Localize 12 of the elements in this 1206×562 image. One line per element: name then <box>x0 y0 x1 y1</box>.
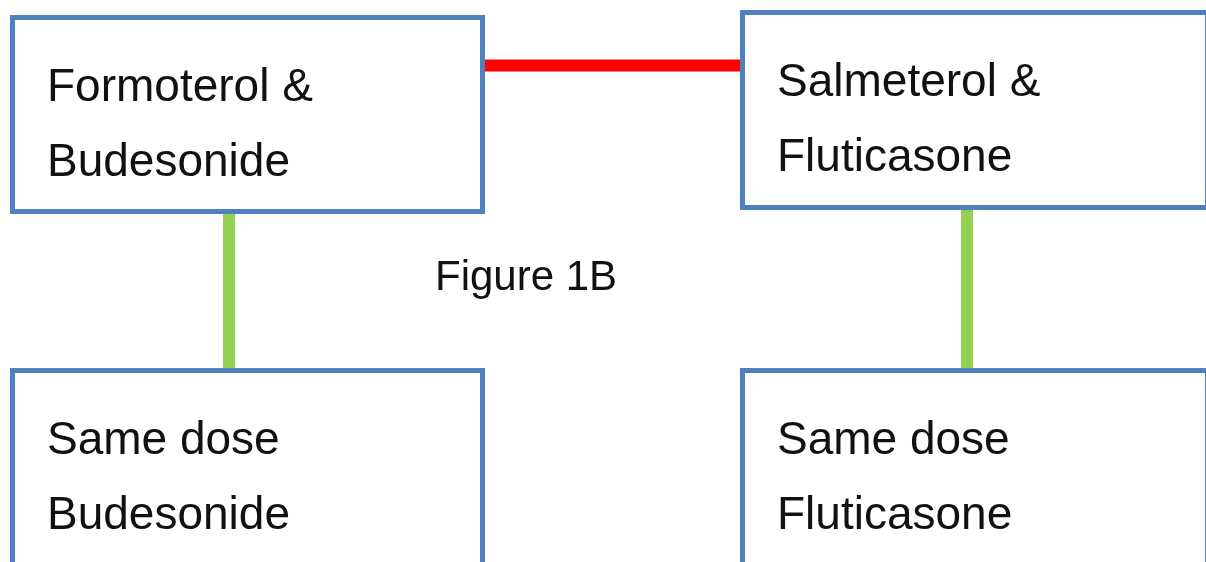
text-box <box>740 368 1206 562</box>
box-text: Salmeterol & Fluticasone <box>777 53 1042 183</box>
box-text: Formoterol & Budesonide <box>47 58 314 188</box>
box-text: Same dose Budesonide <box>47 411 291 541</box>
box-text: Same dose Fluticasone <box>777 411 1014 541</box>
connector-line <box>223 214 235 368</box>
text-box <box>10 368 485 562</box>
figure-label: Figure 1B <box>435 252 618 300</box>
text-box <box>10 15 485 214</box>
text-box <box>740 10 1206 210</box>
connector-line <box>485 59 740 72</box>
connector-line <box>961 210 973 368</box>
